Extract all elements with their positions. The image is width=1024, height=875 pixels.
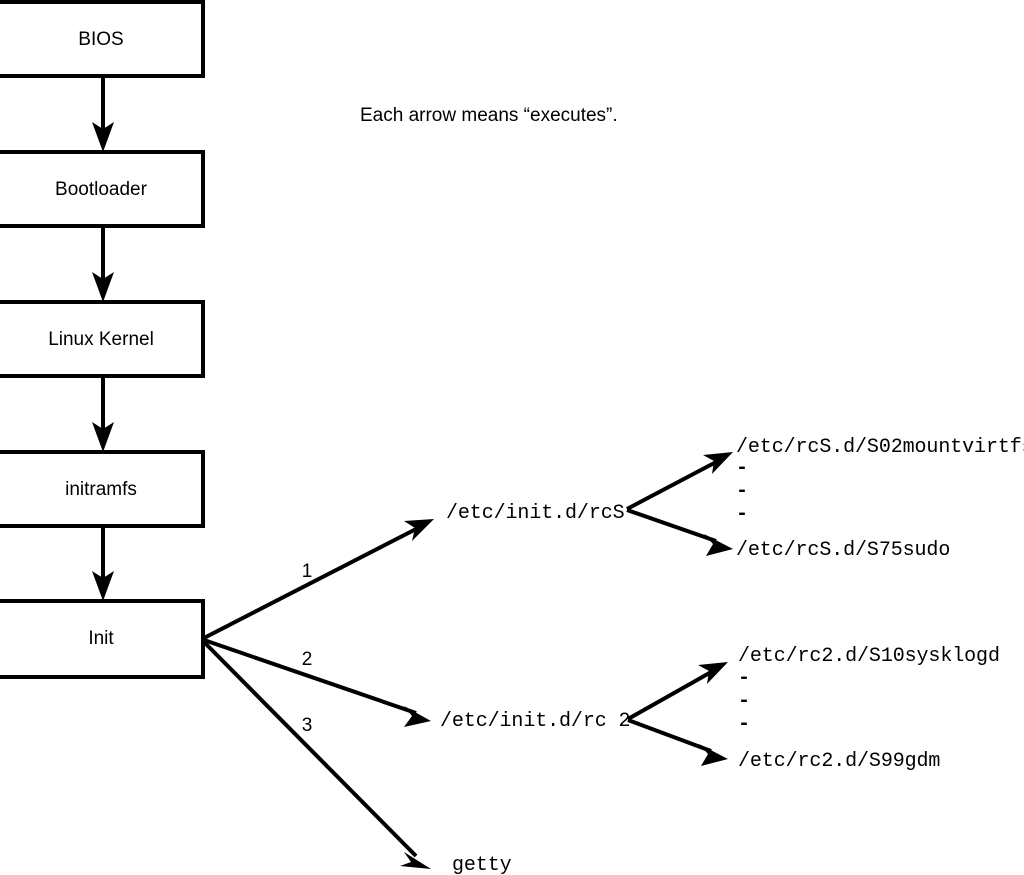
label-getty[interactable]: getty	[452, 854, 512, 875]
arrow-initramfs-to-init	[92, 526, 114, 601]
bios-box[interactable]	[0, 0, 205, 78]
arrow-head-icon	[698, 662, 728, 684]
arrow-rcs-to-last-script	[626, 508, 733, 556]
arrow-rc2-to-last-script	[627, 718, 728, 766]
label-etc-init-d-rcs[interactable]: /etc/init.d/rcS	[446, 502, 625, 525]
rcs-ellipsis-dash-2: -	[736, 480, 748, 503]
branch-2-number: 2	[302, 649, 313, 670]
arrow-head-icon	[404, 519, 434, 541]
rc2-ellipsis-dash-3: -	[738, 713, 750, 736]
arrow-head-icon	[404, 706, 431, 727]
arrow-init-branch-3	[202, 640, 431, 869]
arrow-head-icon	[703, 452, 733, 474]
diagram-caption: Each arrow means “executes”.	[360, 105, 618, 126]
arrow-rcs-to-first-script	[626, 452, 733, 511]
init-label: Init	[88, 628, 114, 649]
branch-1-number: 1	[302, 561, 313, 582]
bootloader-box[interactable]	[0, 150, 205, 228]
arrow-head-icon	[699, 744, 728, 766]
bootloader-label: Bootloader	[55, 179, 148, 200]
bios-label: BIOS	[78, 29, 123, 50]
rcs-ellipsis-dash-3: -	[736, 503, 748, 526]
arrow-rc2-to-first-script	[627, 662, 728, 721]
linux-kernel-box[interactable]	[0, 300, 205, 378]
rcs-ellipsis-dash-1: -	[736, 457, 748, 480]
node-init[interactable]: Init	[0, 599, 205, 679]
init-box[interactable]	[0, 599, 205, 679]
branch-3-number: 3	[302, 715, 313, 736]
label-rcs-last-script[interactable]: /etc/rcS.d/S75sudo	[736, 539, 950, 562]
arrow-kernel-to-initramfs	[92, 376, 114, 452]
label-rc2-last-script[interactable]: /etc/rc2.d/S99gdm	[738, 750, 940, 773]
node-initramfs[interactable]: initramfs	[0, 450, 205, 528]
arrow-bootloader-to-kernel	[92, 226, 114, 302]
initramfs-box[interactable]	[0, 450, 205, 528]
label-etc-init-d-rc2[interactable]: /etc/init.d/rc 2	[440, 710, 631, 733]
arrow-head-icon	[92, 422, 114, 452]
arrow-init-branch-2	[203, 638, 431, 727]
linux-kernel-label: Linux Kernel	[48, 329, 154, 350]
node-bios[interactable]: BIOS	[0, 0, 205, 78]
arrow-init-branch-1	[203, 519, 434, 640]
rc2-ellipsis-dash-2: -	[738, 690, 750, 713]
initramfs-label: initramfs	[65, 479, 137, 500]
arrow-head-icon	[92, 122, 114, 152]
arrow-head-icon	[92, 272, 114, 302]
label-rcs-first-script[interactable]: /etc/rcS.d/S02mountvirtfs	[736, 436, 1024, 459]
node-linux-kernel[interactable]: Linux Kernel	[0, 300, 205, 378]
arrow-bios-to-bootloader	[92, 76, 114, 152]
arrow-head-icon	[400, 852, 431, 869]
arrow-head-icon	[92, 571, 114, 601]
rc2-ellipsis-dash-1: -	[738, 667, 750, 690]
label-rc2-first-script[interactable]: /etc/rc2.d/S10sysklogd	[738, 645, 1000, 668]
node-bootloader[interactable]: Bootloader	[0, 150, 205, 228]
arrow-head-icon	[704, 534, 733, 556]
